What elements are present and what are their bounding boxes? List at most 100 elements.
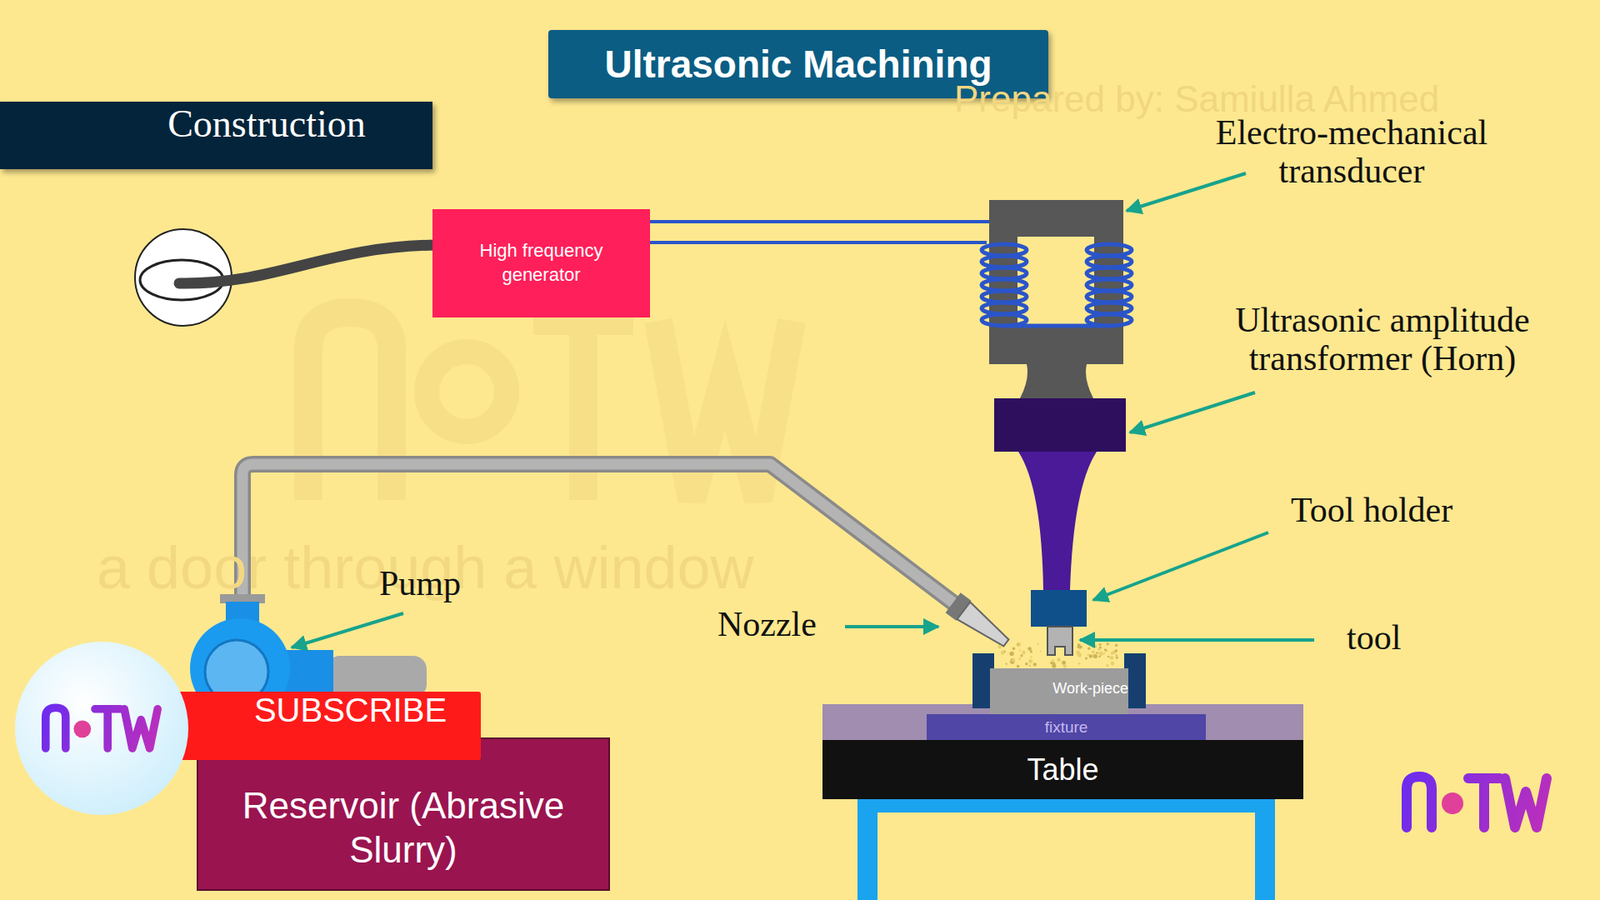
- horn-taper: [1018, 451, 1097, 590]
- slurry-particle: [1029, 665, 1031, 667]
- slurry-particle: [1021, 650, 1025, 655]
- slurry-particle: [1105, 664, 1109, 667]
- slurry-particle: [1012, 647, 1016, 651]
- slurry-particle: [1040, 650, 1042, 653]
- transducer-neck: [1020, 364, 1094, 399]
- worktable: [822, 653, 1304, 900]
- slurry-particles: [997, 642, 1118, 669]
- slurry-particle: [1090, 642, 1096, 648]
- reservoir-tank: Reservoir (Abrasive Slurry): [196, 737, 610, 891]
- nozzle-cone: [957, 601, 1014, 651]
- generator-box-text: High frequency generator: [465, 239, 617, 287]
- slurry-particle: [1016, 642, 1021, 647]
- table-leg: [1255, 799, 1275, 900]
- slurry-particle: [1010, 658, 1015, 663]
- fixture-plate-text: fixture: [1045, 718, 1089, 737]
- slurry-particle: [1028, 659, 1033, 664]
- slurry-particle: [1061, 660, 1066, 665]
- slurry-particle: [1106, 642, 1110, 645]
- table-rail: [857, 799, 1275, 813]
- slurry-particle: [1025, 662, 1029, 666]
- part-label: Pump: [379, 563, 461, 604]
- slurry-particle: [1099, 651, 1104, 656]
- slurry-particle: [1110, 652, 1113, 655]
- transducer-core: [989, 200, 1124, 365]
- slurry-particle: [1030, 650, 1033, 653]
- leader-arrow: [845, 625, 939, 629]
- title-text: Ultrasonic Machining: [604, 41, 992, 87]
- slurry-particle: [1087, 647, 1090, 650]
- slurry-particle: [997, 645, 1002, 650]
- watermark-stroke: [533, 320, 792, 500]
- slurry-particle: [1009, 651, 1014, 656]
- slurry-particle: [1103, 652, 1105, 655]
- leader-arrow: [291, 613, 404, 648]
- reservoir-tank-text: Reservoir (Abrasive Slurry): [198, 784, 609, 873]
- subscribe-button-text: SUBSCRIBE: [254, 691, 447, 730]
- transducer: [981, 200, 1132, 399]
- slurry-particle: [1077, 645, 1081, 649]
- slurry-particle: [1097, 647, 1100, 650]
- slurry-particle: [1093, 654, 1098, 659]
- part-label: Tool holder: [1290, 490, 1453, 530]
- fixture-plate: fixture: [926, 714, 1206, 740]
- slurry-particle: [1089, 654, 1093, 658]
- part-label: tool: [1346, 617, 1401, 658]
- slurry-particle: [1115, 649, 1119, 653]
- core-window: [1017, 236, 1095, 327]
- slurry-particle: [1099, 643, 1102, 646]
- badge-logo: [45, 707, 158, 749]
- slurry-particle: [1056, 657, 1061, 662]
- slurry-particle: [1085, 656, 1088, 660]
- brand-logo: [1406, 776, 1547, 828]
- slurry-particle: [1005, 663, 1008, 665]
- leader-arrow: [1130, 392, 1255, 433]
- part-label: Nozzle: [717, 604, 817, 645]
- slurry-particle: [1037, 643, 1040, 645]
- slurry-particle: [1107, 655, 1110, 658]
- leader-arrow: [1093, 532, 1269, 600]
- slurry-particle: [1000, 650, 1005, 655]
- section-band: Construction: [0, 101, 433, 170]
- table-leg: [857, 799, 878, 900]
- slurry-particle: [1110, 655, 1115, 660]
- slurry-particle: [1016, 665, 1020, 669]
- slurry-particle: [1051, 659, 1055, 662]
- slurry-particle: [1087, 653, 1090, 656]
- leader-arrows: [291, 173, 1315, 648]
- slurry-particle: [1051, 664, 1056, 669]
- slurry-particle: [1019, 649, 1021, 651]
- horn-flange: [994, 398, 1126, 452]
- power-plug: [135, 229, 435, 326]
- slurry-particle: [1110, 661, 1115, 666]
- slurry-particle: [1016, 643, 1019, 645]
- slurry-particle: [1098, 655, 1100, 658]
- part-label: Ultrasonic amplitude transformer (Horn): [1203, 300, 1562, 378]
- slurry-particle: [1115, 656, 1119, 660]
- slurry-particle: [1001, 650, 1005, 655]
- workpiece-block-text: Work-piece: [1052, 680, 1129, 698]
- part-label: Electro-mechanical transducer: [1172, 113, 1531, 190]
- table-top: Table: [822, 740, 1304, 800]
- slurry-particle: [1115, 644, 1118, 647]
- horn: [994, 398, 1126, 590]
- slurry-particle: [1030, 655, 1032, 658]
- slurry-particle: [1075, 650, 1080, 655]
- coil-link: [1004, 324, 1110, 329]
- section-band-text: Construction: [167, 101, 366, 146]
- coil: [981, 244, 1132, 326]
- slurry-particle: [1033, 662, 1037, 666]
- slurry-particle: [1018, 657, 1021, 660]
- slurry-particle: [1095, 651, 1098, 654]
- slurry-particle: [1027, 646, 1032, 651]
- wire: [650, 240, 987, 245]
- workpiece-block: Work-piece: [990, 668, 1129, 715]
- slurry-particle: [1115, 654, 1118, 656]
- slurry-particle: [1091, 650, 1095, 655]
- slurry-particle: [1011, 658, 1015, 662]
- watermark-stroke: [426, 351, 507, 432]
- tool-holder: [1030, 590, 1087, 627]
- leader-arrow: [1126, 173, 1246, 211]
- subscribe-button: SUBSCRIBE: [166, 691, 481, 760]
